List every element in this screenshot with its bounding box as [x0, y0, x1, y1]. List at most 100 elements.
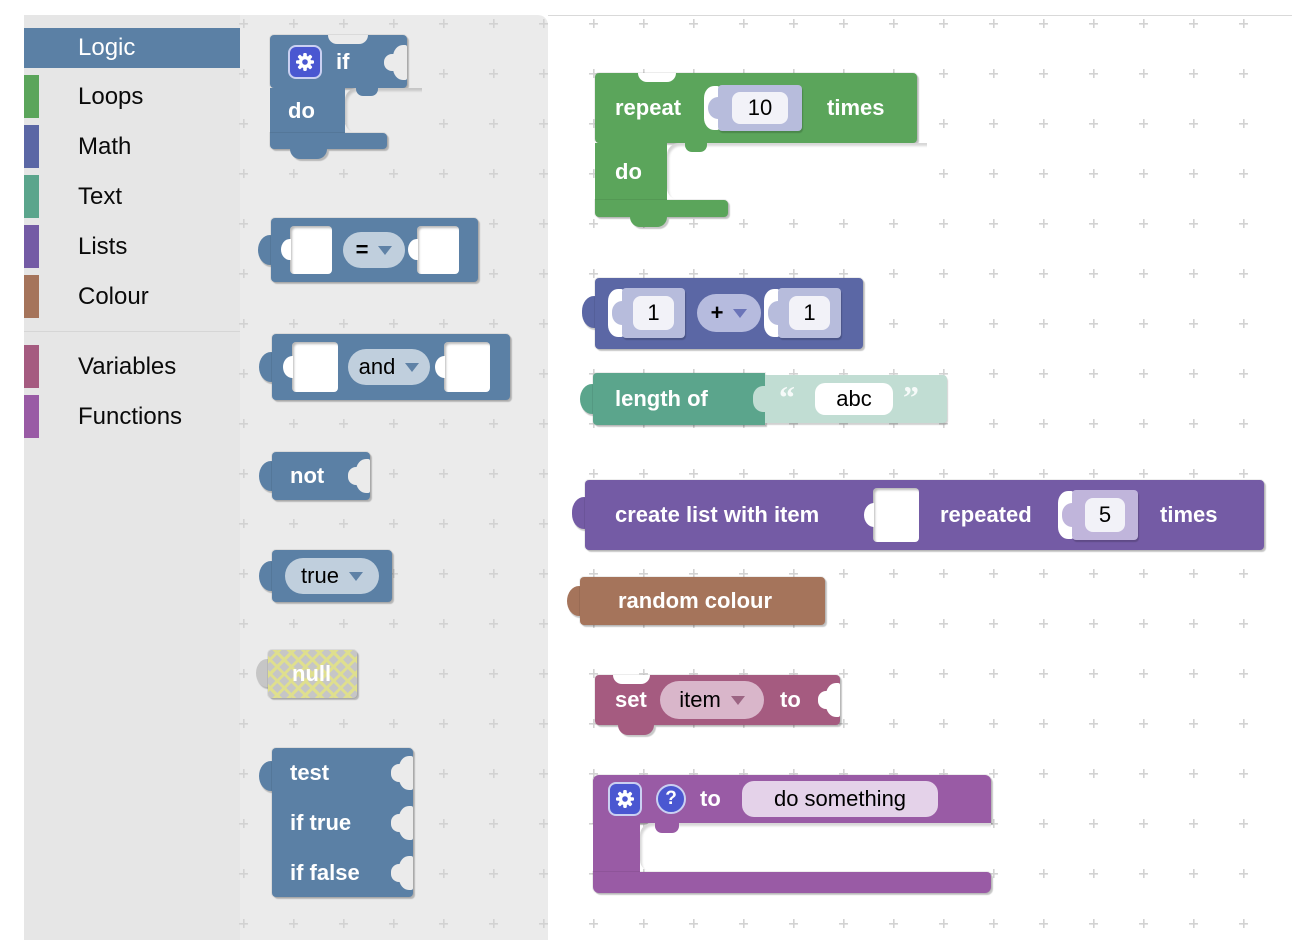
- number-field[interactable]: 1: [789, 296, 830, 330]
- toolbox-category-variables[interactable]: Variables: [24, 345, 240, 388]
- help-icon[interactable]: ?: [656, 784, 686, 814]
- grid-cross: [939, 919, 948, 928]
- grid-cross: [989, 719, 998, 728]
- block-logic-operation[interactable]: and: [259, 334, 512, 400]
- category-label: Variables: [78, 352, 177, 380]
- toolbox-category-text[interactable]: Text: [24, 175, 240, 218]
- grid-cross: [989, 319, 998, 328]
- grid-cross: [689, 269, 698, 278]
- toolbox-category-lists[interactable]: Lists: [24, 225, 240, 268]
- grid-cross: [1139, 169, 1148, 178]
- grid-cross: [1039, 219, 1048, 228]
- grid-cross: [1089, 769, 1098, 778]
- operator-dropdown[interactable]: +: [697, 294, 761, 332]
- function-name-value: do something: [773, 786, 907, 811]
- toolbox-category-math[interactable]: Math: [24, 125, 240, 168]
- value-socket-tab: [818, 691, 827, 709]
- grid-cross: [1039, 469, 1048, 478]
- block-logic-negate[interactable]: not: [259, 452, 372, 500]
- grid-cross: [1239, 769, 1248, 778]
- value-input-hole: [290, 226, 332, 274]
- grid-cross: [989, 919, 998, 928]
- grid-cross: [939, 19, 948, 28]
- value-input-hole: [292, 342, 338, 392]
- grid-cross: [989, 619, 998, 628]
- grid-cross: [889, 269, 898, 278]
- grid-cross: [789, 19, 798, 28]
- grid-cross: [1189, 469, 1198, 478]
- grid-cross: [889, 619, 898, 628]
- grid-cross: [1239, 869, 1248, 878]
- grid-cross: [1089, 719, 1098, 728]
- chevron-down-icon: [733, 308, 748, 318]
- block-lists-repeat[interactable]: create list with item repeated 5 times: [572, 480, 1270, 550]
- block-logic-null[interactable]: null: [256, 650, 359, 698]
- grid-cross: [1139, 919, 1148, 928]
- block-colour-random[interactable]: random colour: [567, 577, 827, 625]
- chevron-down-icon: [378, 245, 393, 255]
- block-bottom-bar: [593, 872, 991, 893]
- block-text-length[interactable]: length of “ abc ”: [580, 373, 949, 425]
- block-variables-set[interactable]: set item to: [595, 675, 842, 737]
- grid-cross: [1189, 619, 1198, 628]
- block-bottom-bar: [595, 200, 728, 217]
- grid-cross: [939, 169, 948, 178]
- toolbox-category-colour[interactable]: Colour: [24, 275, 240, 318]
- block-logic-ternary[interactable]: test if true if false: [259, 748, 417, 898]
- variable-dropdown[interactable]: item: [660, 681, 764, 719]
- operator-dropdown[interactable]: =: [343, 232, 405, 268]
- block-controls-repeat[interactable]: repeat 10 times do: [595, 73, 927, 227]
- grid-cross: [889, 19, 898, 28]
- grid-cross: [1239, 219, 1248, 228]
- operator-dropdown[interactable]: and: [348, 349, 430, 385]
- number-field[interactable]: 10: [732, 92, 788, 124]
- gear-icon[interactable]: [288, 45, 322, 79]
- category-color-swatch: [24, 175, 39, 218]
- boolean-dropdown[interactable]: true: [285, 558, 379, 594]
- toolbox-category-logic[interactable]: Logic: [24, 28, 240, 68]
- statement-notch: [356, 88, 378, 96]
- block-logic-boolean[interactable]: true: [259, 550, 394, 602]
- grid-cross: [689, 19, 698, 28]
- grid-cross: [1139, 69, 1148, 78]
- category-label: Text: [78, 182, 123, 210]
- function-name-field[interactable]: do something: [742, 781, 938, 817]
- grid-cross: [789, 919, 798, 928]
- grid-cross: [739, 269, 748, 278]
- grid-cross: [939, 219, 948, 228]
- grid-cross: [589, 919, 598, 928]
- text-field[interactable]: abc: [815, 383, 893, 415]
- category-label: Lists: [78, 232, 128, 260]
- grid-cross: [1089, 69, 1098, 78]
- set-label: set: [615, 687, 647, 712]
- grid-cross: [1139, 269, 1148, 278]
- value-input-tab: [408, 239, 418, 260]
- grid-cross: [1239, 19, 1248, 28]
- grid-cross: [1189, 869, 1198, 878]
- block-logic-compare[interactable]: =: [258, 218, 481, 282]
- block-math-arithmetic[interactable]: 1 + 1: [582, 278, 865, 349]
- grid-cross: [1189, 369, 1198, 378]
- toolbox-category-loops[interactable]: Loops: [24, 75, 240, 118]
- number-field[interactable]: 5: [1085, 498, 1125, 532]
- gear-icon[interactable]: [608, 782, 642, 816]
- grid-cross: [589, 19, 598, 28]
- grid-cross: [989, 469, 998, 478]
- value-input-hole: [444, 342, 490, 392]
- next-connector: [630, 217, 667, 227]
- grid-cross: [1189, 769, 1198, 778]
- number-field[interactable]: 1: [633, 296, 674, 330]
- block-controls-if[interactable]: if do: [270, 35, 422, 160]
- help-glyph: ?: [665, 788, 677, 809]
- next-connector: [618, 725, 654, 735]
- toolbox-category-functions[interactable]: Functions: [24, 395, 240, 438]
- value-input-tab: [283, 356, 293, 378]
- grid-cross: [1039, 369, 1048, 378]
- grid-cross: [1189, 819, 1198, 828]
- operator-value: and: [358, 354, 396, 379]
- block-procedures-defnoreturn[interactable]: ? to do something: [593, 775, 993, 893]
- output-connector: [258, 235, 272, 265]
- toolbox-panel: [24, 15, 240, 940]
- statement-mouth: [640, 823, 991, 872]
- grid-cross: [939, 319, 948, 328]
